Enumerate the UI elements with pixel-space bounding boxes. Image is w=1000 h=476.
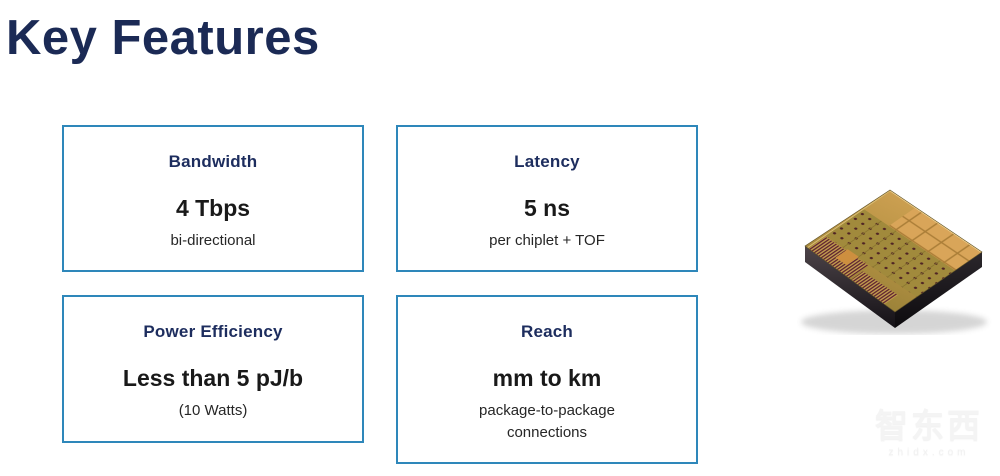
card-heading: Reach [520, 322, 574, 341]
card-value: Less than 5 pJ/b [122, 365, 304, 391]
card-heading: Power Efficiency [143, 322, 283, 341]
card-detail: package-to-package connections [479, 402, 615, 441]
page-title: Key Features [6, 11, 320, 65]
card-detail: bi-directional [170, 232, 256, 249]
card-value: mm to km [492, 365, 602, 391]
chip-die-image [797, 170, 997, 335]
watermark-zhidx: 智东西 zhidx.com [864, 407, 994, 459]
feature-card-reach: Reach mm to km package-to-package connec… [396, 295, 698, 464]
watermark-domain-text: zhidx.com [888, 447, 970, 458]
feature-card-latency: Latency 5 ns per chiplet + TOF [396, 125, 698, 272]
card-value: 5 ns [523, 195, 571, 221]
watermark-logo-text: 智东西 [875, 407, 983, 444]
card-value: 4 Tbps [175, 195, 251, 221]
feature-card-bandwidth: Bandwidth 4 Tbps bi-directional [62, 125, 364, 272]
card-detail: (10 Watts) [178, 402, 248, 419]
card-heading: Latency [514, 152, 580, 171]
feature-card-power-efficiency: Power Efficiency Less than 5 pJ/b (10 Wa… [62, 295, 364, 443]
card-heading: Bandwidth [168, 152, 258, 171]
card-detail: per chiplet + TOF [489, 232, 605, 249]
